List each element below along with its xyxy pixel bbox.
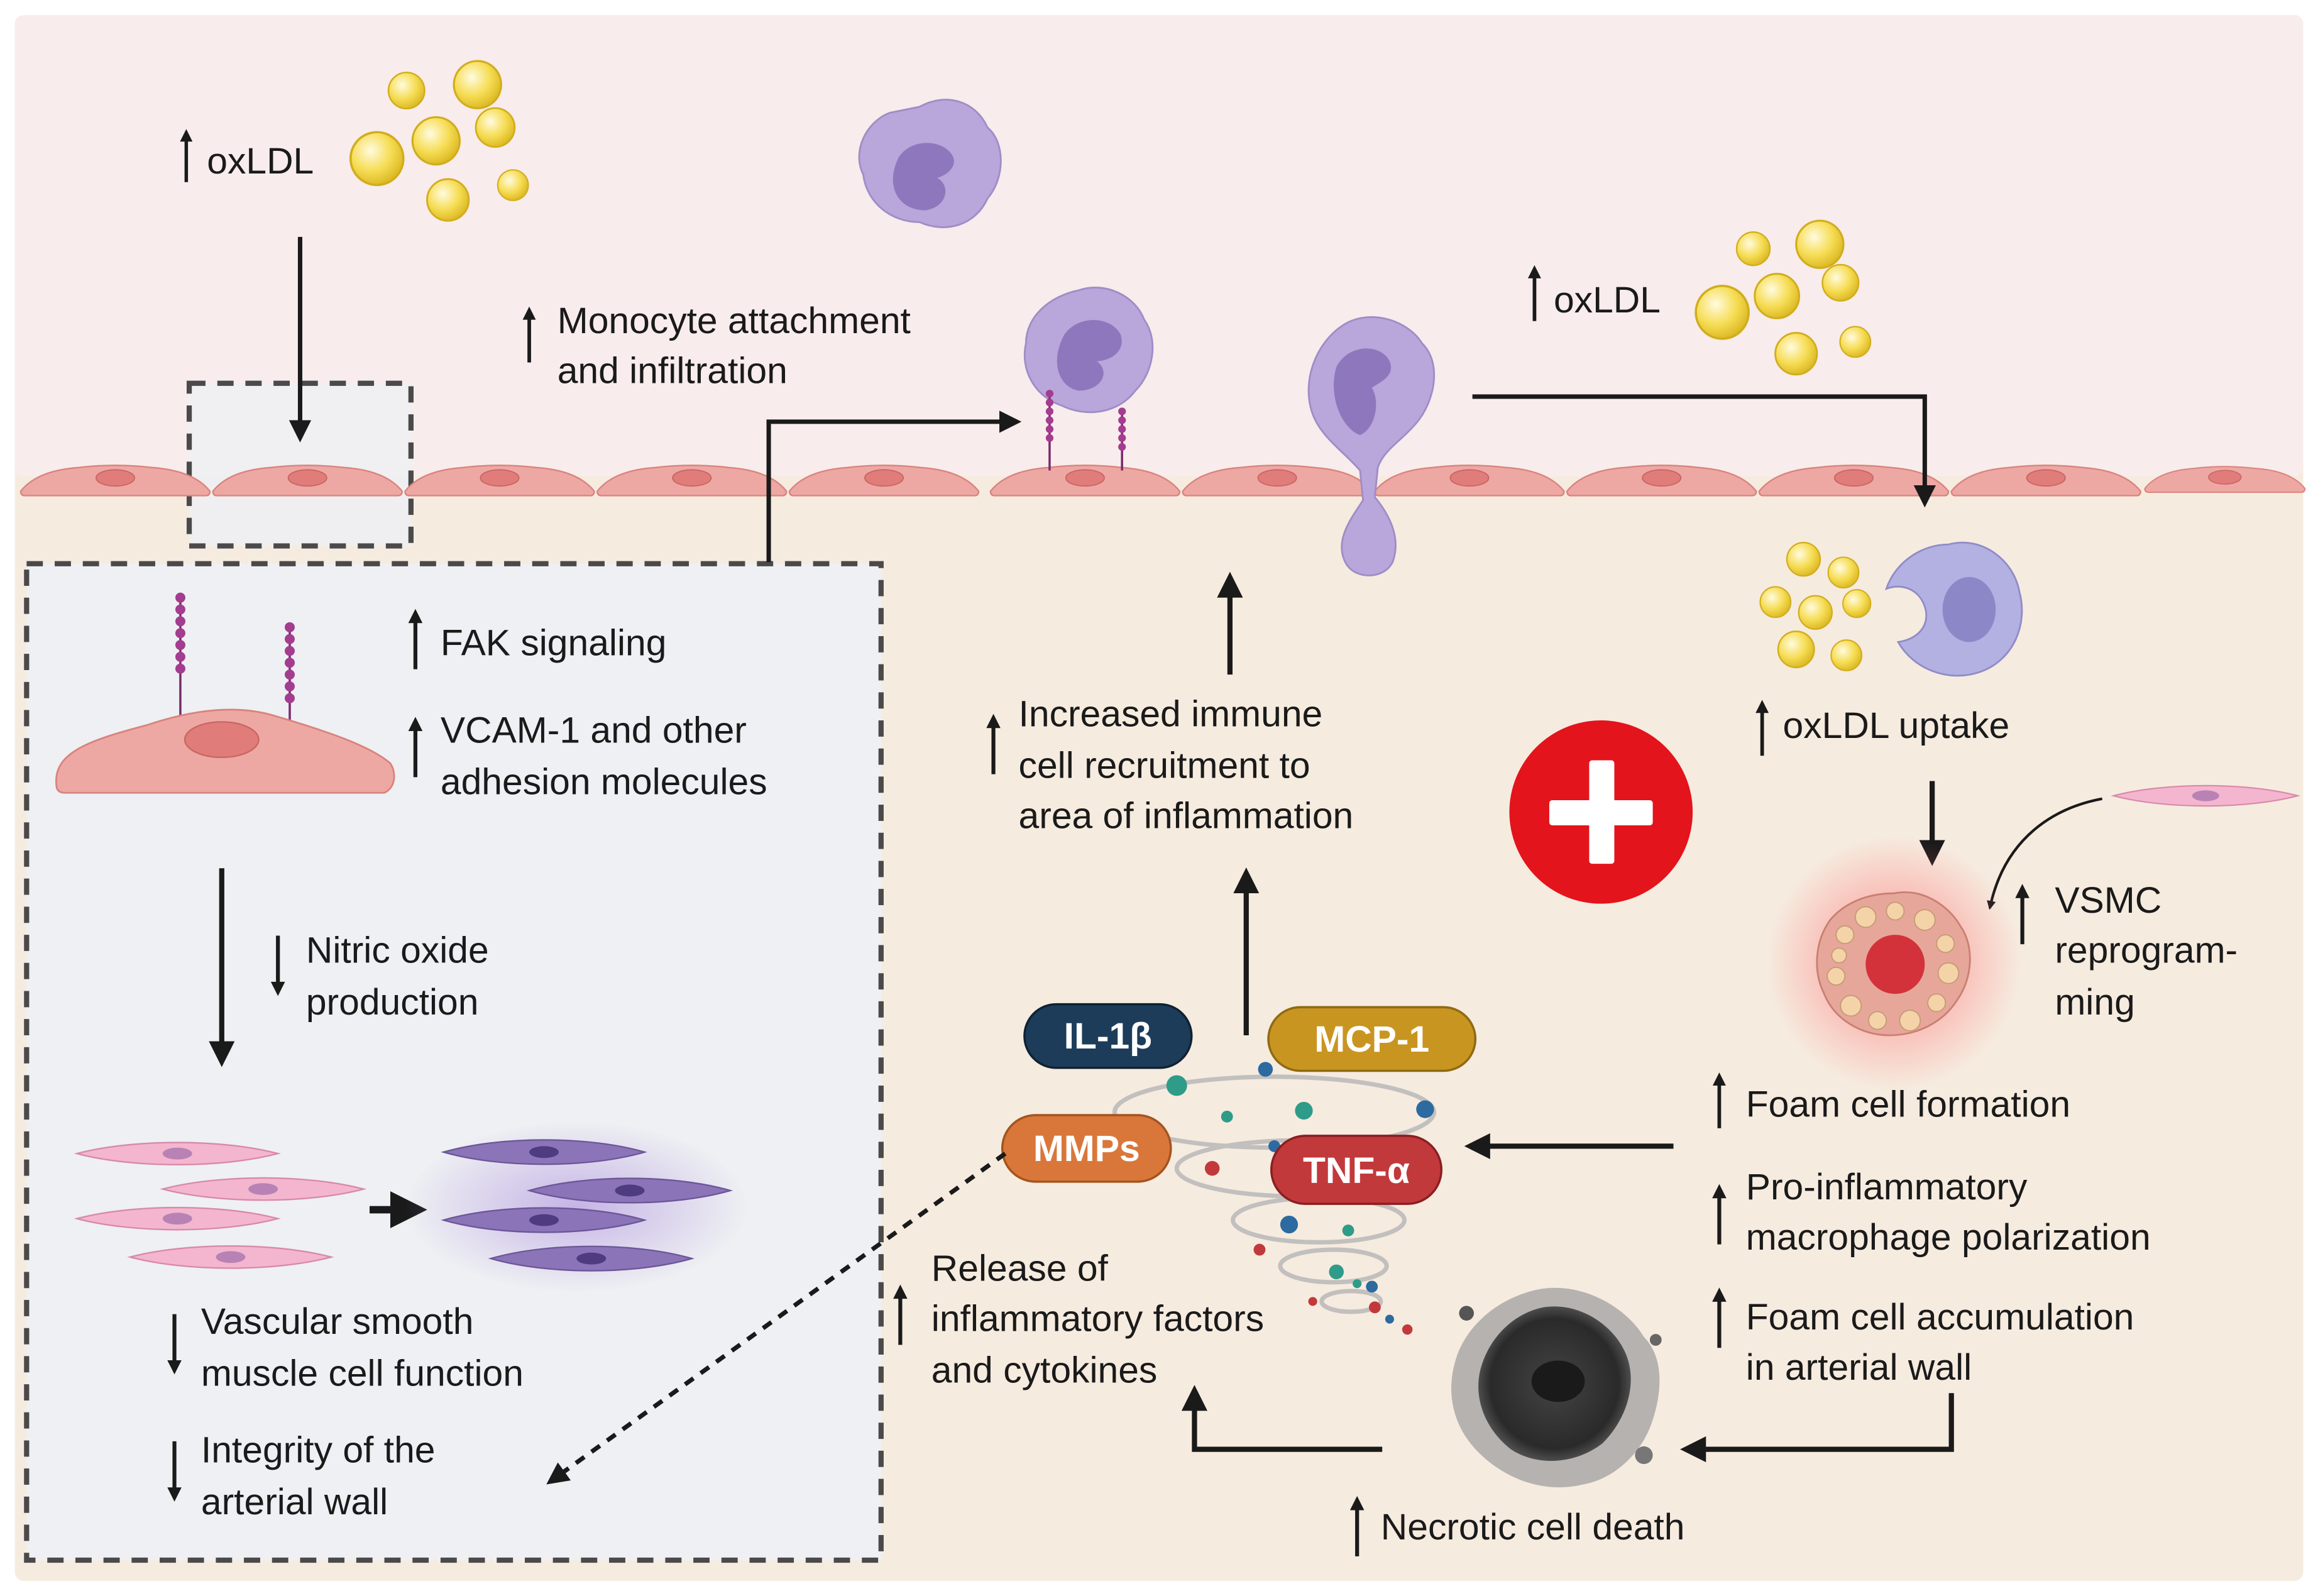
vsmc-reprogramming-line3: ming: [2055, 982, 2134, 1023]
foam-cell-formation-label: Foam cell formation: [1746, 1084, 2070, 1125]
arrow-vsmc-to-foam-cell: [1987, 797, 2102, 910]
foam-accumulation-line1: Foam cell accumulation: [1746, 1297, 2134, 1338]
vcam-line1: VCAM-1 and other: [441, 710, 747, 751]
wall-integrity-line1: Integrity of the: [201, 1430, 436, 1471]
monocyte-label-line2: and infiltration: [558, 351, 788, 392]
ldl-particle: [1821, 263, 1860, 302]
ldl-particle: [1777, 630, 1815, 669]
wall-integrity-line2: arterial wall: [201, 1482, 388, 1522]
tag-il1b: IL-1β: [1023, 1003, 1193, 1069]
tag-mmps-text: MMPs: [1033, 1128, 1140, 1169]
ldl-particle: [1786, 541, 1821, 577]
ldl-particle: [1695, 285, 1750, 340]
ldl-particle: [1774, 332, 1818, 376]
monocyte-transmigrating: [1307, 316, 1436, 576]
vcam-line2: adhesion molecules: [441, 762, 767, 803]
oxldl-left-label: oxLDL: [207, 141, 314, 182]
release-line3: and cytokines: [931, 1350, 1158, 1391]
ldl-particle: [1842, 589, 1872, 619]
monocyte-label-line1: Monocyte attachment: [558, 300, 911, 341]
immune-recruitment-line1: Increased immune: [1019, 693, 1323, 734]
tag-mcp1: MCP-1: [1267, 1006, 1477, 1072]
proinflammatory-line2: macrophage polarization: [1746, 1217, 2151, 1258]
tag-il1b-text: IL-1β: [1064, 1016, 1152, 1057]
vsmc-function-line2: muscle cell function: [201, 1353, 524, 1394]
proinflammatory-line1: Pro-inflammatory: [1746, 1167, 2028, 1208]
adhesion-molecules-attached: [1045, 390, 1126, 471]
fak-signaling-label: FAK signaling: [441, 623, 667, 664]
ldl-particle: [411, 116, 461, 166]
macrophage-uptake: [1884, 541, 2023, 677]
foam-accumulation-line2: in arterial wall: [1746, 1347, 1972, 1388]
dysfunctional-vsmc-group: [405, 1121, 749, 1293]
arrow-foam-accumulation-to-necrosis: [1680, 1393, 1954, 1463]
nitric-oxide-line2: production: [306, 982, 479, 1023]
ldl-particle: [1798, 595, 1833, 630]
ldl-particle: [349, 131, 405, 187]
vsmc-reprogramming-line2: reprogram-: [2055, 930, 2238, 971]
ldl-particle: [1827, 556, 1860, 589]
cytokine-particles: [1166, 1062, 1434, 1335]
arrow-necrosis-to-release: [1181, 1385, 1383, 1452]
ldl-particle: [426, 178, 470, 222]
ldl-particle: [497, 169, 529, 201]
ldl-particle: [387, 72, 426, 110]
release-line1: Release of: [931, 1248, 1109, 1289]
ldl-particle: [1839, 326, 1872, 358]
release-line2: inflammatory factors: [931, 1298, 1264, 1339]
tag-tnfa: TNF-α: [1270, 1135, 1443, 1205]
tag-mcp1-text: MCP-1: [1314, 1019, 1429, 1060]
necrotic-cell: [1451, 1287, 1662, 1488]
ldl-particle: [453, 60, 502, 109]
arrow-mmps-to-wall-integrity: [546, 1152, 1007, 1485]
monocyte-free: [858, 99, 1002, 228]
immune-recruitment-line3: area of inflammation: [1019, 796, 1354, 837]
foam-cell: [1766, 835, 2021, 1091]
ldl-particle: [1759, 586, 1792, 619]
ldl-particle: [1754, 273, 1801, 319]
ldl-particle: [1735, 231, 1771, 267]
arrow-oxldl-to-macrophage: [1472, 394, 1936, 508]
tag-tnfa-text: TNF-α: [1303, 1150, 1410, 1191]
ldl-particle: [1795, 219, 1845, 269]
vsmc-reprogramming-line1: VSMC: [2055, 880, 2161, 921]
ldl-particle: [1830, 639, 1863, 671]
vsmc-function-line1: Vascular smooth: [201, 1301, 474, 1342]
necrotic-label: Necrotic cell death: [1381, 1507, 1685, 1548]
nitric-oxide-line1: Nitric oxide: [306, 930, 489, 971]
ldl-particle: [475, 107, 516, 148]
oxldl-right-label: oxLDL: [1554, 280, 1661, 321]
arrow-inset-to-monocyte: [766, 410, 1022, 563]
immune-recruitment-line2: cell recruitment to: [1019, 746, 1310, 786]
tag-mmps: MMPs: [1001, 1114, 1172, 1183]
inset-adhesion-molecules: [175, 592, 295, 740]
plus-badge-icon: [1509, 720, 1693, 904]
oxldl-uptake-label: oxLDL uptake: [1783, 705, 2010, 746]
monocyte-attached: [1023, 287, 1154, 414]
lumen-background: [14, 15, 2304, 476]
inset-endothelial-cell: [55, 708, 395, 794]
